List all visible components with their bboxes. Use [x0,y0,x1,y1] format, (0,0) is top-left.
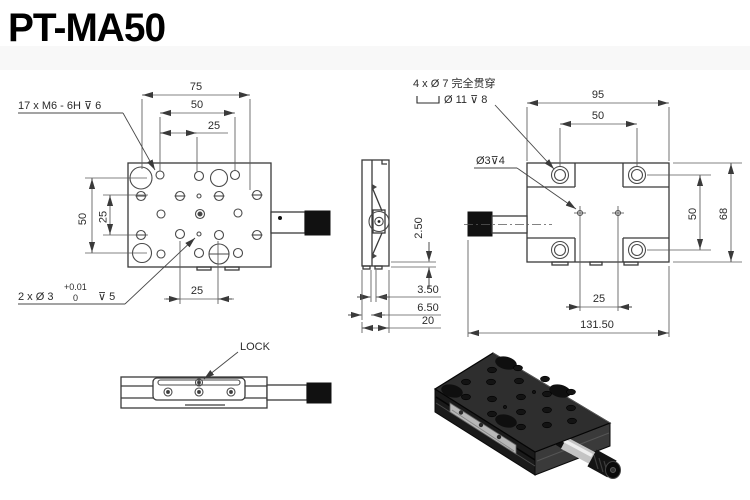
iso-small-holes [461,364,577,431]
dim-20: 20 [422,315,434,327]
hole-pattern [129,166,263,265]
iso-lock-plate [449,402,517,455]
base-pin-note: Ø3⊽4 [476,155,505,167]
page-title: PT-MA50 [8,6,166,50]
lock-slot [157,379,241,386]
iso-3d-view [433,352,621,479]
counterbore-note-line1: 4 x Ø 7 完全贯穿 [413,76,496,90]
foot [374,265,383,270]
dim-68: 68 [718,208,730,220]
base-plate-view: 95 50 50 68 [413,76,742,337]
dim-25-bottom: 25 [593,293,605,305]
dim-25-left: 25 [98,211,110,223]
counterbore-note-line2: Ø 11 ⊽ 8 [444,94,487,106]
thread-callout: 17 x M6 - 6H ⊽ 6 [18,100,156,171]
dim-75: 75 [190,81,202,93]
lock-screws [163,378,236,397]
foot [623,261,639,266]
dim-25-top: 25 [208,120,220,132]
micrometer-knob [270,210,331,236]
foot [589,261,603,266]
micrometer-knob [464,211,552,237]
micrometer-knob [266,382,332,404]
lock-side-view: LOCK [120,341,332,409]
foot [551,261,569,266]
counterbore-icon [416,96,440,104]
dim-131-50: 131.50 [580,319,614,331]
thread-note: 17 x M6 - 6H ⊽ 6 [18,100,101,112]
iso-micrometer-knob [560,437,621,479]
section-dimensions: 2.50 3.50 6.50 20 [348,217,441,333]
base-plate-outline [526,162,670,263]
top-plate-view: 75 50 25 50 25 [18,81,331,305]
counterbore-holes [550,165,647,260]
foot [224,266,240,271]
dim-3-50: 3.50 [417,284,438,296]
pin-callout: 2 x Ø 3 +0.01 0 ⊽ 5 [18,237,196,305]
section-view: 2.50 3.50 6.50 20 [348,159,441,333]
base-view-dimensions: 95 50 50 68 [467,89,742,337]
pin-tolerance-upper: +0.01 [64,282,87,292]
dim-2-50: 2.50 [413,217,425,238]
pin-tolerance-lower: 0 [73,293,78,303]
pin-holes [574,206,624,220]
lock-knob-section [368,209,390,234]
counterbore-callout: 4 x Ø 7 完全贯穿 Ø 11 ⊽ 8 [413,76,555,170]
pin-depth: ⊽ 5 [98,291,115,303]
foot [362,265,371,270]
lock-plate [152,377,246,401]
dim-50-top: 50 [191,99,203,111]
dim-50-right: 50 [687,208,699,220]
dim-50-left: 50 [77,213,89,225]
base-pin-callout: Ø3⊽4 [474,155,577,210]
dim-25-bottom: 25 [191,285,203,297]
pin-note: 2 x Ø 3 [18,291,53,303]
top-view-dimensions: 75 50 25 50 25 [77,81,251,304]
notch [372,253,377,259]
lock-label: LOCK [240,341,271,353]
scan-artifact-band [0,46,750,70]
dim-6-50: 6.50 [417,302,438,314]
dim-95: 95 [592,89,604,101]
dim-50-top: 50 [592,110,604,122]
iso-corner-holes [441,356,571,428]
lock-callout: LOCK [203,341,271,380]
notch [372,184,377,190]
corner-pockets [527,163,669,262]
foot [196,266,212,271]
